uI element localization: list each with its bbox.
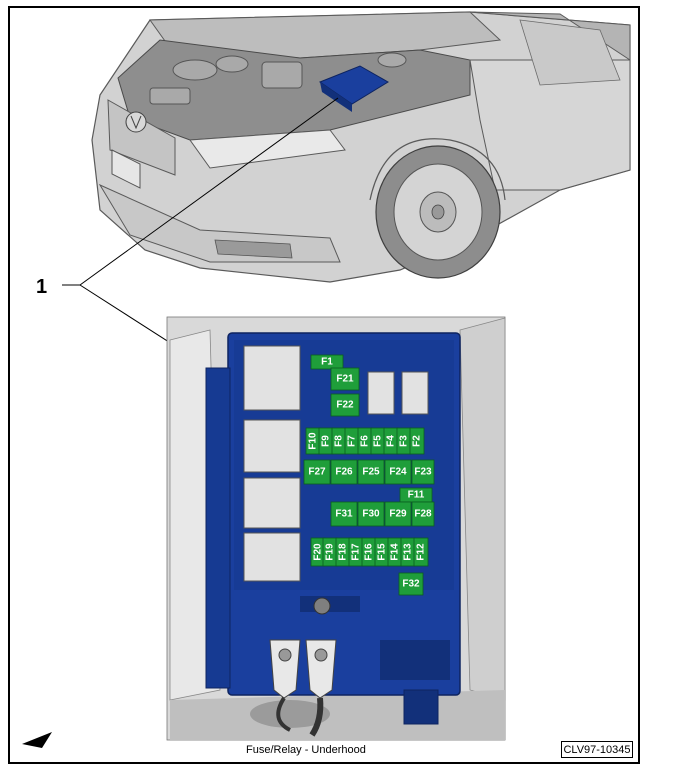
fuse-f31: F31 [330, 501, 358, 527]
fuse-label: F17 [351, 543, 362, 561]
fuse-label: F24 [389, 467, 407, 478]
fuse-body [409, 427, 425, 455]
fuse-label: F26 [335, 467, 353, 478]
fuse-f12: F12 [413, 537, 429, 567]
fuse-f15: F15 [374, 537, 390, 567]
fuse-f8: F8 [331, 427, 347, 455]
fuse-label: F23 [414, 467, 432, 478]
fuse-label: F6 [360, 435, 371, 447]
fuse-f17: F17 [348, 537, 364, 567]
fuse-f4: F4 [383, 427, 399, 455]
fuse-f24: F24 [384, 459, 412, 485]
fuse-label: F8 [334, 435, 345, 447]
fuse-label: F32 [402, 579, 420, 590]
fuse-label: F4 [386, 435, 397, 447]
fuse-label: F29 [389, 509, 407, 520]
fuse-label: F30 [362, 509, 380, 520]
callout-number: 1 [36, 276, 48, 298]
fuse-f22: F22 [330, 393, 360, 417]
fuse-f30: F30 [357, 501, 385, 527]
fuse-f3: F3 [396, 427, 412, 455]
fuse-body [357, 501, 385, 527]
reference-code: CLV97-10345 [561, 741, 633, 758]
fuse-body [384, 501, 412, 527]
fuse-label: F12 [416, 543, 427, 561]
car-illustration [91, 11, 631, 283]
fuse-label: F31 [335, 509, 353, 520]
fuse-f2: F2 [409, 427, 425, 455]
fuse-f14: F14 [387, 537, 403, 567]
fuse-body [310, 354, 344, 370]
fuse-label: F22 [336, 400, 354, 411]
fuse-f16: F16 [361, 537, 377, 567]
fuse-f18: F18 [335, 537, 351, 567]
fuse-label: F14 [390, 543, 401, 561]
fuse-label: F25 [362, 467, 380, 478]
fuse-f11: F11 [399, 487, 433, 503]
fuse-f7: F7 [344, 427, 360, 455]
fuse-body [398, 572, 424, 596]
fuse-label: F13 [403, 543, 414, 561]
fuse-f10: F10 [305, 427, 321, 455]
fuse-label: F28 [414, 509, 432, 520]
fuse-body [411, 459, 435, 485]
fuse-label: F18 [338, 543, 349, 561]
fuse-body [413, 537, 429, 567]
fuse-label: F1 [321, 357, 333, 368]
fuse-label: F3 [399, 435, 410, 447]
fuse-label: F5 [373, 435, 384, 447]
fuse-label: F27 [308, 467, 326, 478]
fuse-label: F7 [347, 435, 358, 447]
fuse-body [357, 459, 385, 485]
fuse-f23: F23 [411, 459, 435, 485]
fuse-label: F15 [377, 543, 388, 561]
fuse-f26: F26 [330, 459, 358, 485]
fuse-f1: F1 [310, 354, 344, 370]
fuse-f13: F13 [400, 537, 416, 567]
fuse-f5: F5 [370, 427, 386, 455]
fuse-f27: F27 [303, 459, 331, 485]
fuse-body [303, 459, 331, 485]
fuse-body [330, 459, 358, 485]
fuse-label: F10 [308, 432, 319, 450]
fuse-body [330, 501, 358, 527]
fuse-body [330, 367, 360, 391]
fuse-f29: F29 [384, 501, 412, 527]
fuse-body [384, 459, 412, 485]
fuse-label: F20 [313, 543, 324, 561]
fuse-body [411, 501, 435, 527]
direction-arrow-icon [22, 732, 52, 748]
figure-caption: Fuse/Relay - Underhood [246, 744, 366, 756]
fuse-label: F11 [408, 490, 425, 501]
fuse-f6: F6 [357, 427, 373, 455]
fuse-f32: F32 [398, 572, 424, 596]
fuse-label: F9 [321, 435, 332, 447]
fuse-f21: F21 [330, 367, 360, 391]
fuse-f19: F19 [322, 537, 338, 567]
fuse-label: F19 [325, 543, 336, 561]
fuse-f28: F28 [411, 501, 435, 527]
fuse-f25: F25 [357, 459, 385, 485]
fuse-label: F16 [364, 543, 375, 561]
fuse-label: F21 [336, 374, 354, 385]
fuse-label: F2 [412, 435, 423, 447]
fuse-f9: F9 [318, 427, 334, 455]
fuse-body [330, 393, 360, 417]
